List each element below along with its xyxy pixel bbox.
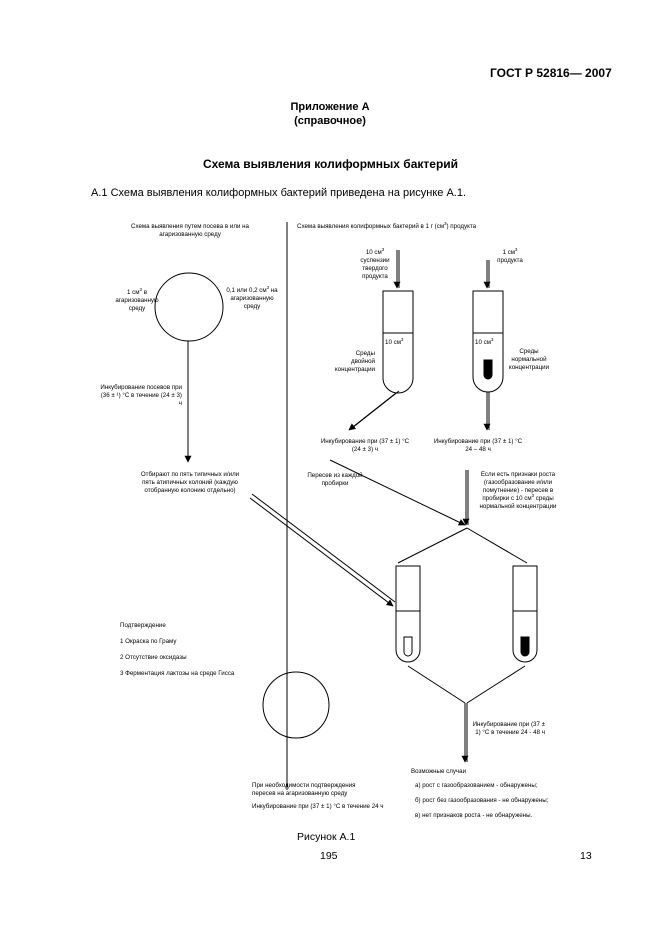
agar-plate-circle <box>154 272 224 342</box>
page-number-center: 195 <box>320 850 338 862</box>
tube2-input-label: 1 см3 продукта <box>497 246 523 264</box>
appendix-heading: Приложение А (справочное) <box>230 100 430 128</box>
left-volume-1: 1 см3 в агаризованную среду <box>115 286 159 312</box>
figure-caption: Рисунок А.1 <box>297 831 356 843</box>
intro-paragraph: А.1 Схема выявления колиформных бактерий… <box>91 187 467 199</box>
appendix-title: Приложение А <box>290 101 370 113</box>
tube-confirm-right <box>512 565 538 663</box>
tube2-volume: 10 см3 <box>475 336 494 346</box>
agar-confirm-circle <box>262 671 330 739</box>
agar-incubation-note: Инкубирование при (37 ± 1) °С в течение … <box>252 803 384 810</box>
tube1-input-label: 10 см3 суспензии твердого продукта <box>360 246 390 280</box>
section-title: Схема выявления колиформных бактерий <box>202 157 459 171</box>
durham-tube-right <box>520 636 530 657</box>
right-scheme-title: Схема выявления колиформных бактерий в 1… <box>297 220 477 230</box>
tube1-volume: 10 см3 <box>385 336 404 346</box>
tube-confirm-left <box>395 565 421 663</box>
cases-title: Возможные случаи <box>411 768 467 775</box>
left-scheme-title: Схема выявления путем посева в или на аг… <box>130 223 249 238</box>
confirmation-title: Подтверждение <box>120 622 166 629</box>
arrow-reseed-merge <box>329 459 466 526</box>
durham-tube-normal <box>483 359 493 380</box>
tube-double-concentration <box>382 290 414 394</box>
arrow-to-tube3 <box>249 497 394 607</box>
agar-confirm-note: При необходимости подтверждения пересев … <box>252 782 356 797</box>
page-number-right: 13 <box>580 850 592 862</box>
case-item: б) рост без газообразования - не обнаруж… <box>415 797 549 804</box>
split-left <box>397 527 468 564</box>
case-item: в) нет признаков роста - не обнаружены. <box>415 812 533 819</box>
durham-tube-left <box>403 636 413 657</box>
media-normal-label: Среды нормальной концентрации <box>508 348 550 371</box>
appendix-subtitle: (справочное) <box>294 115 366 127</box>
left-incubation: Инкубирование посевов при (36 ± ¹) °С в … <box>100 384 182 407</box>
merge-right <box>466 665 526 704</box>
tube-normal-concentration <box>472 290 504 393</box>
media-double-label: Среды двойной концентрации <box>334 350 375 373</box>
confirmation-item: 1 Окраска по Граму <box>120 638 177 645</box>
incubation-double: Инкубирование при (37 ± 1) °С (24 ± 3) ч <box>320 438 410 453</box>
confirmation-item: 3 Ферментация лактозы на среде Гисса <box>120 670 235 677</box>
left-volume-2: 0,1 или 0,2 см3 на агаризованную среду <box>226 284 278 310</box>
merge-left <box>407 665 466 704</box>
colony-selection: Отбирают по пять типичных и/или пять ати… <box>140 471 240 494</box>
incubation-normal: Инкубирование при (37 ± 1) °С 24 – 48 ч <box>433 438 523 453</box>
confirmation-item: 2 Отсутствие оксидазы <box>120 654 187 661</box>
split-right <box>466 527 528 564</box>
standard-code: ГОСТ Р 52816— 2007 <box>490 66 612 80</box>
incubation-final: Инкубирование при (37 ± 1) °С в течение … <box>472 721 545 736</box>
case-item: а) рост с газообразованием - обнаружены; <box>415 782 538 789</box>
growth-signs-note: Если есть признаки роста (газообразовани… <box>479 471 557 510</box>
reseed-each-tube: Пересев из каждой пробирки <box>307 472 363 487</box>
